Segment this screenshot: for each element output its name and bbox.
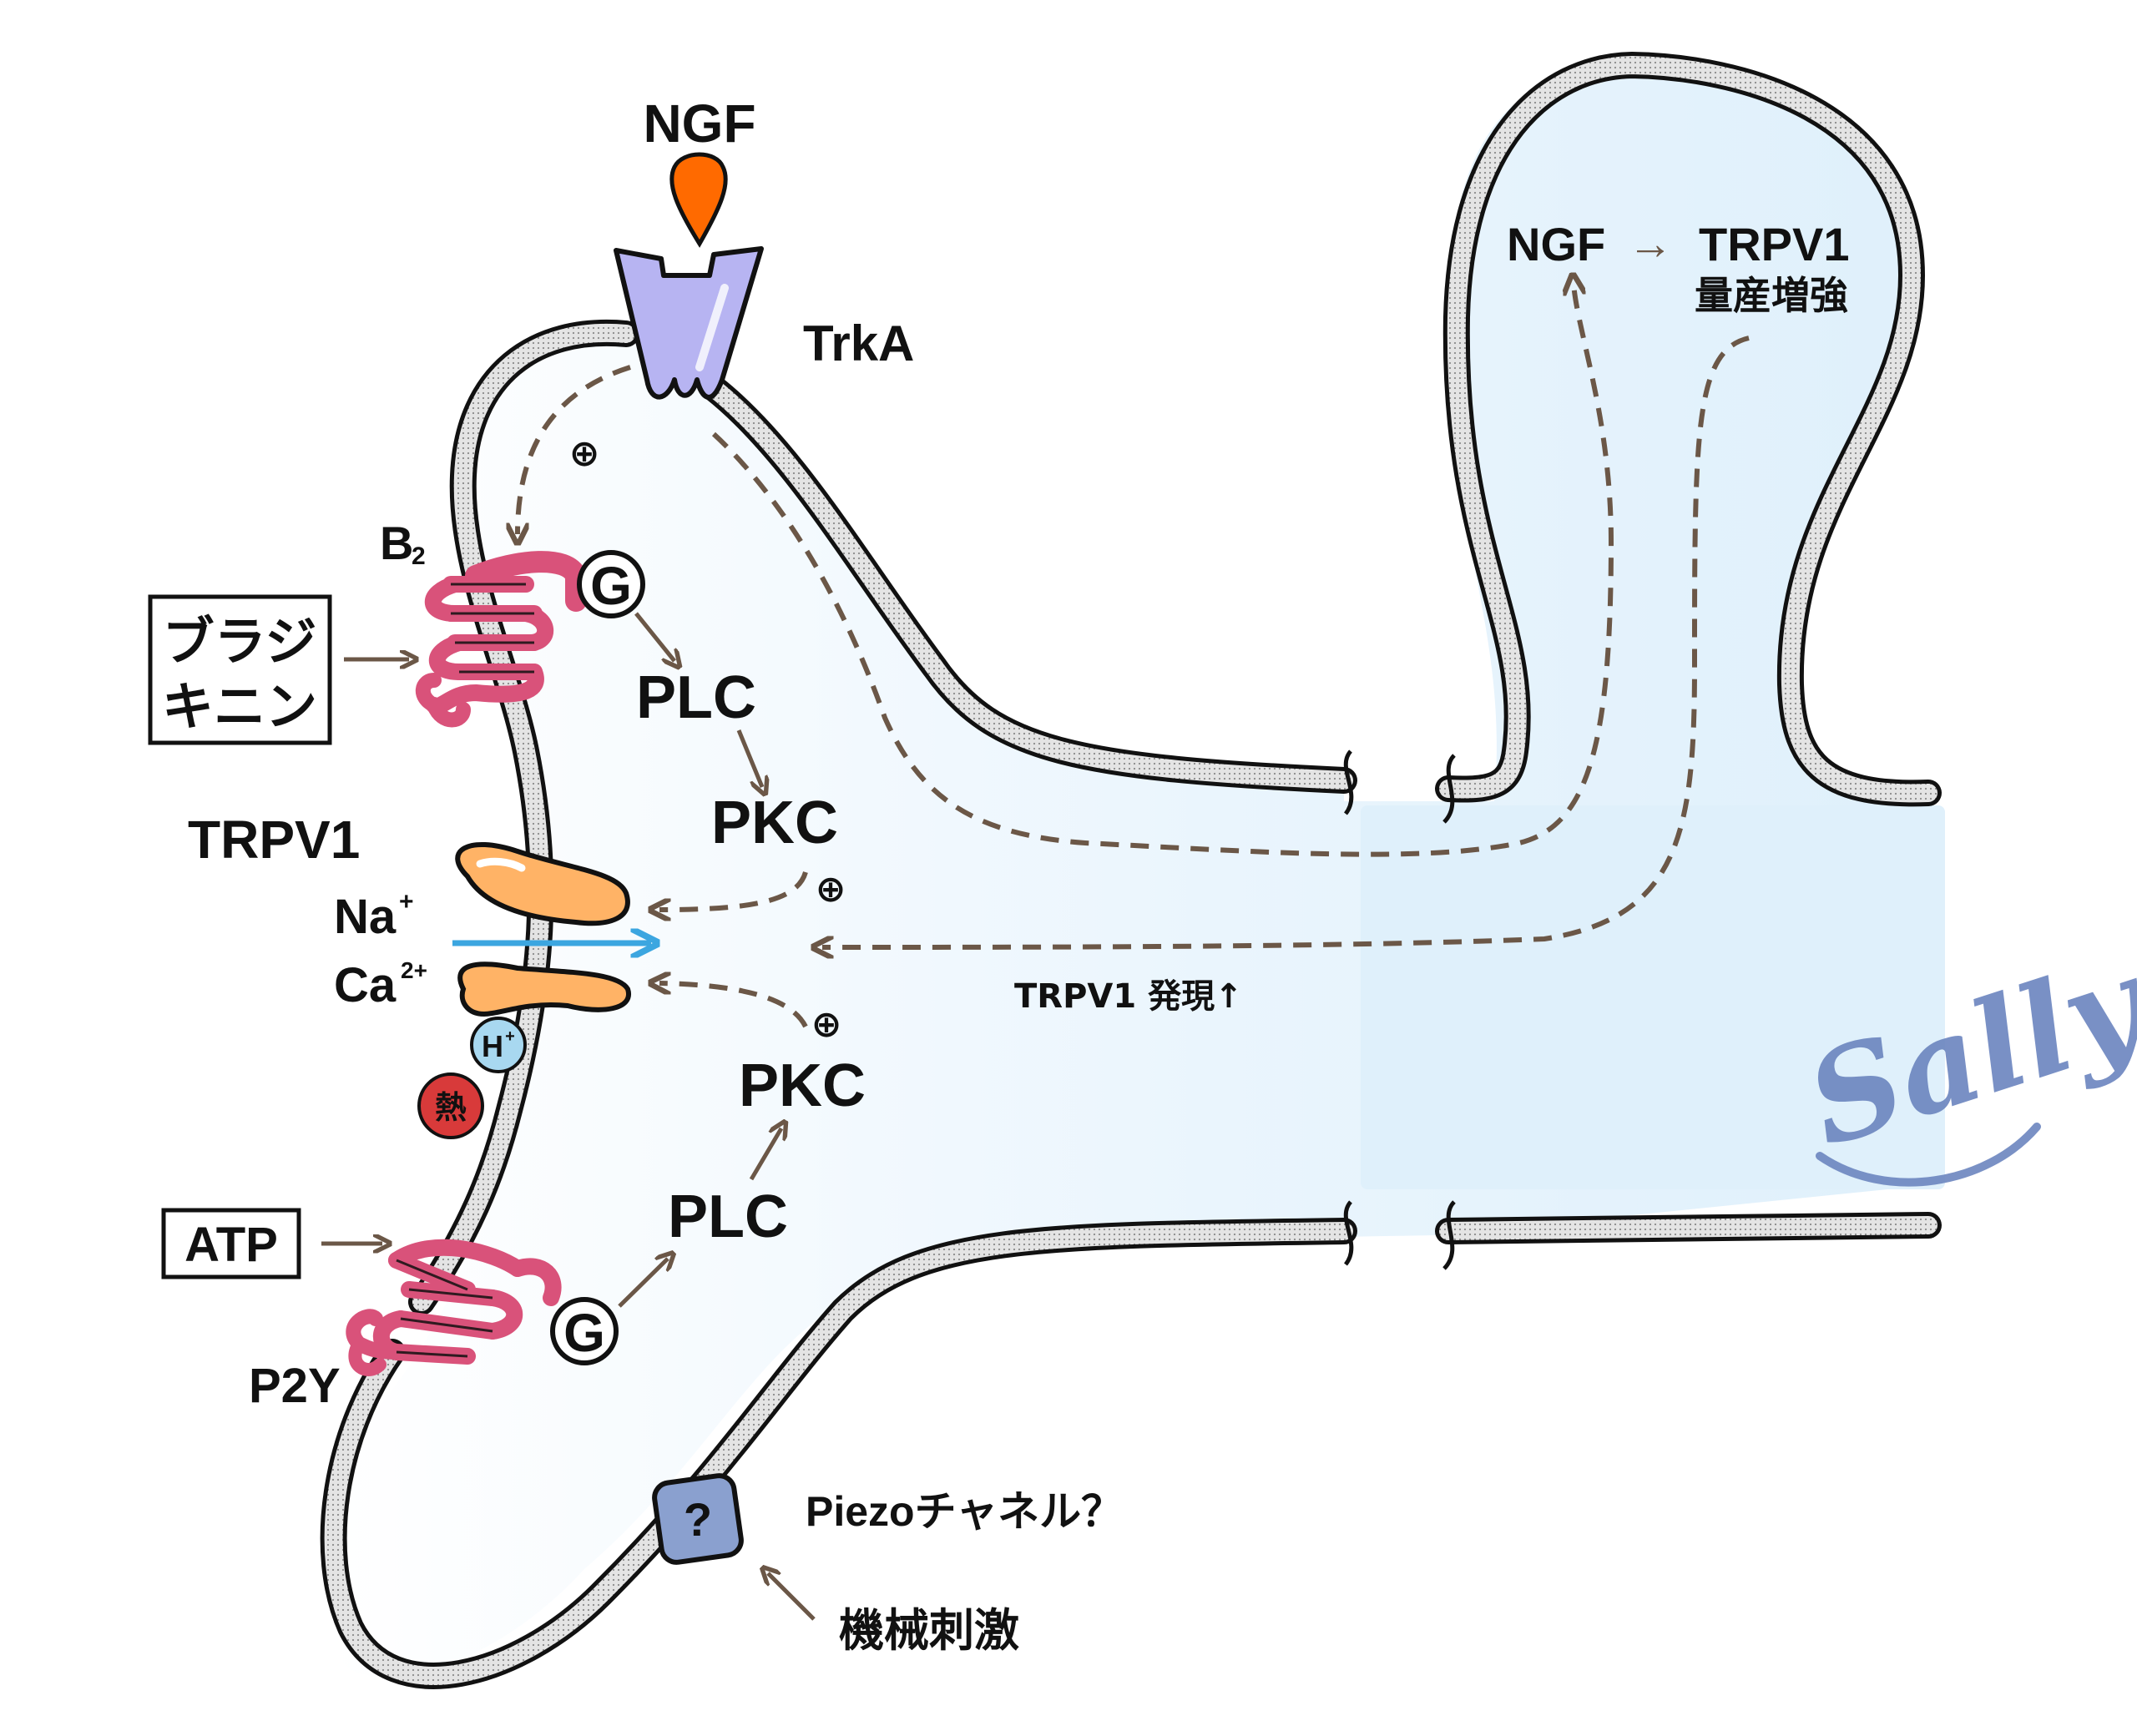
arrow-pkc-upper-to-trpv1 [659,871,808,910]
arrow-plc-to-pkc-upper [736,729,762,787]
pkc-lower-label: PKC [739,1052,866,1119]
ca-superscript: 2+ [401,957,427,983]
arrow-plc-to-pkc-lower [749,1128,781,1181]
signal-arrows [518,284,1750,1028]
piezo-label: Piezoチャネル？ [806,1488,1123,1535]
ca-label: Ca [334,958,397,1012]
plc-lower-label: PLC [668,1183,788,1250]
p2y-receptor-outline [396,1259,493,1358]
ngf-to-trpv1-arrow: → [1628,219,1673,269]
trka-label: TrkA [803,315,914,371]
atp-label: ATP [184,1218,278,1272]
heat-stimulus: 熱 [417,1072,484,1139]
cascade-arrows [321,612,816,1621]
production-enhancement-label: 量産増強 [1695,273,1848,318]
plus-sign-pkc-upper: ⊕ [816,869,846,910]
h-ion-sup: + [505,1027,515,1046]
g-protein-upper-label: G [590,556,632,616]
arrow-trka-to-b2 [518,365,631,534]
g-protein-lower: G [550,1297,619,1365]
pkc-upper-label: PKC [711,790,838,856]
plc-upper-label: PLC [636,664,756,731]
b2-label: B [380,517,413,569]
atp-box: ATP [161,1208,301,1279]
trpv1-expression-label: TRPV1 発現↑ [1014,977,1243,1016]
ngf-right-label: NGF [1507,218,1605,270]
piezo-channel-symbol: ? [684,1493,712,1546]
plus-sign-pkc-lower: ⊕ [811,1004,842,1045]
p2y-label: P2Y [249,1359,341,1413]
arrow-trka-to-axon [711,284,1614,857]
axon-break-marks [1343,749,1456,1270]
trka-receptor [614,246,764,400]
h-ion-label: H [482,1029,503,1063]
heat-label: 熱 [435,1089,467,1126]
ngf-ligand [669,152,728,248]
axon-cytoplasm-band [1361,805,1945,1189]
arrow-g-to-plc-lower [618,1259,668,1308]
ngf-top-label: NGF [643,93,755,154]
arrow-mechanical-to-piezo [768,1573,816,1621]
plus-sign-trka: ⊕ [569,433,600,474]
mechanical-stimulus-label: 機械刺激 [839,1604,1019,1657]
bradykinin-box: ブラジ キニン [148,594,332,745]
g-protein-upper: G [577,550,645,618]
trpv1-right-label: TRPV1 [1699,218,1850,270]
piezo-channel: ? [652,1473,744,1565]
arrow-axon-to-trpv1 [822,336,1750,947]
h-ion: H + [470,1017,527,1073]
b2-subscript: 2 [412,542,426,570]
arrow-g-to-plc-upper [634,612,674,661]
bradykinin-line2: キニン [162,676,317,737]
b2-receptor-outline [451,583,534,674]
arrow-pkc-lower-to-trpv1 [659,983,808,1028]
trpv1-channel [452,842,651,1017]
bradykinin-line1: ブラジ [163,611,317,672]
g-protein-lower-label: G [563,1303,605,1363]
trpv1-label: TRPV1 [188,810,360,870]
na-superscript: + [399,888,414,916]
na-label: Na [334,890,397,944]
cytoplasm [331,63,1928,1678]
